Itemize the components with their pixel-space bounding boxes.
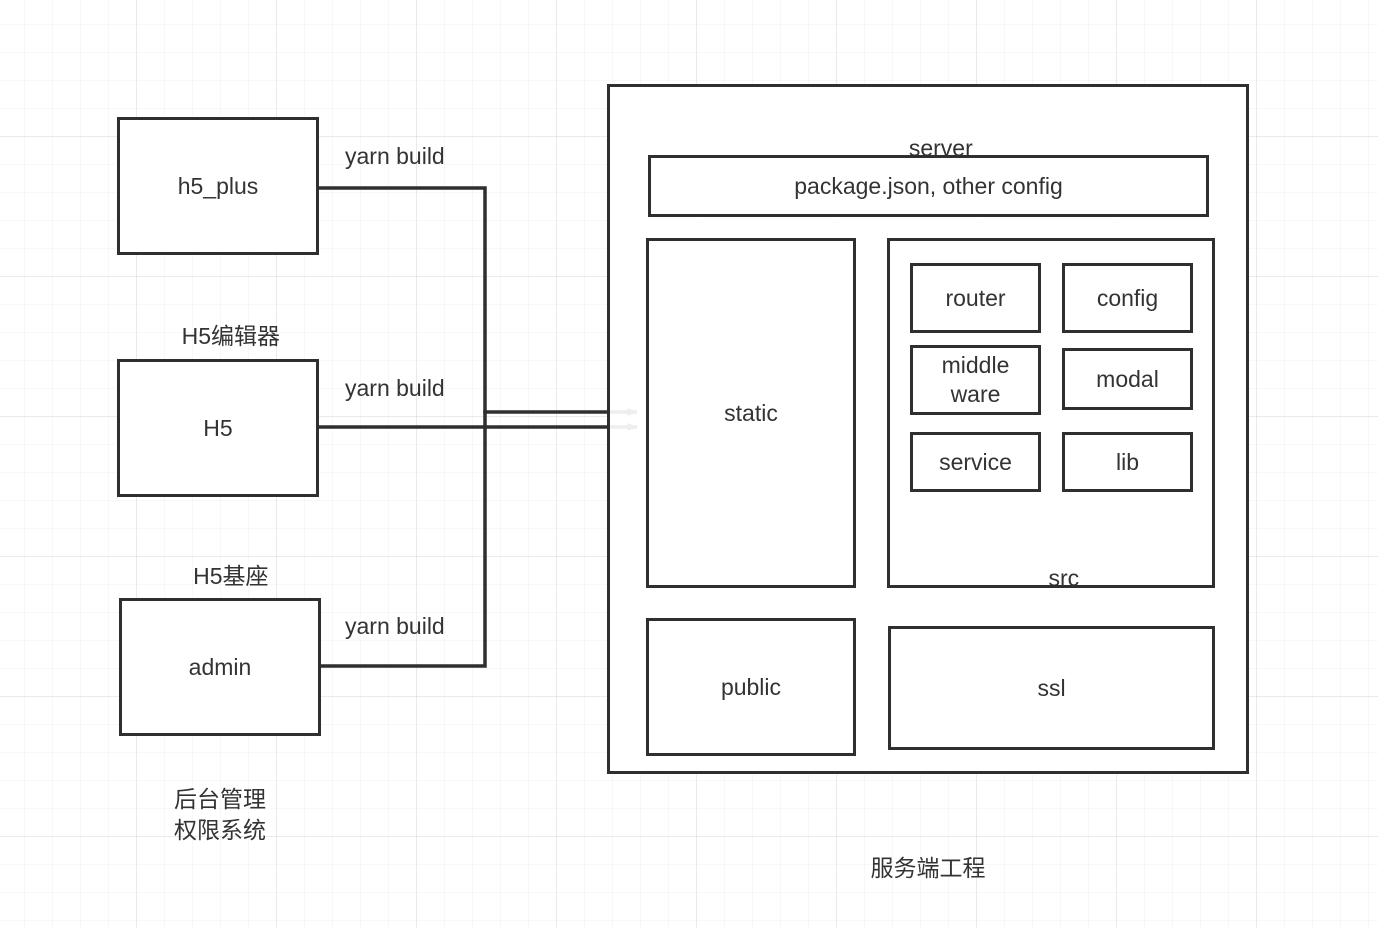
edge-label-h5-plus-text: yarn build [345,143,445,169]
caption-h5-plus: H5编辑器 [117,293,319,381]
edge-label-admin: yarn build [345,613,445,640]
node-h5[interactable]: H5 [117,359,319,497]
src-item-middleware[interactable]: middle ware [910,345,1041,415]
src-title-text: src [1048,565,1080,592]
node-h5-plus-label: h5_plus [177,172,259,199]
src-item-router-label: router [945,284,1006,311]
src-item-router[interactable]: router [910,263,1041,333]
src-item-config[interactable]: config [1062,263,1193,333]
src-title: src [887,535,1215,623]
src-item-lib[interactable]: lib [1062,432,1193,492]
src-item-middleware-label: middle ware [941,352,1010,407]
caption-server: 服务端工程 [607,823,1249,884]
src-item-service[interactable]: service [910,432,1041,492]
caption-server-text: 服务端工程 [870,855,986,882]
src-item-modal-label: modal [1096,365,1159,392]
edge-label-admin-text: yarn build [345,613,445,639]
node-admin[interactable]: admin [119,598,321,736]
server-static-label: static [724,399,778,426]
edge-label-h5-plus: yarn build [345,143,445,170]
src-item-service-label: service [939,448,1012,475]
caption-admin-text: 后台管理 权限系统 [174,786,266,843]
server-static-box[interactable]: static [646,238,856,588]
caption-admin: 后台管理 权限系统 [119,754,321,845]
edge-label-h5-text: yarn build [345,375,445,401]
server-ssl-box[interactable]: ssl [888,626,1215,750]
caption-h5-text: H5基座 [193,563,269,590]
server-config-box[interactable]: package.json, other config [648,155,1209,217]
server-public-box[interactable]: public [646,618,856,756]
caption-h5: H5基座 [117,533,319,621]
server-public-label: public [720,673,782,700]
edge-label-h5: yarn build [345,375,445,402]
server-config-label: package.json, other config [794,172,1063,199]
src-item-config-label: config [1096,284,1159,311]
src-item-lib-label: lib [1115,448,1139,475]
server-ssl-label: ssl [1037,674,1066,701]
src-item-modal[interactable]: modal [1062,348,1193,410]
node-h5-label: H5 [203,414,233,441]
caption-h5-plus-text: H5编辑器 [181,323,280,350]
node-admin-label: admin [188,653,252,680]
node-h5-plus[interactable]: h5_plus [117,117,319,255]
